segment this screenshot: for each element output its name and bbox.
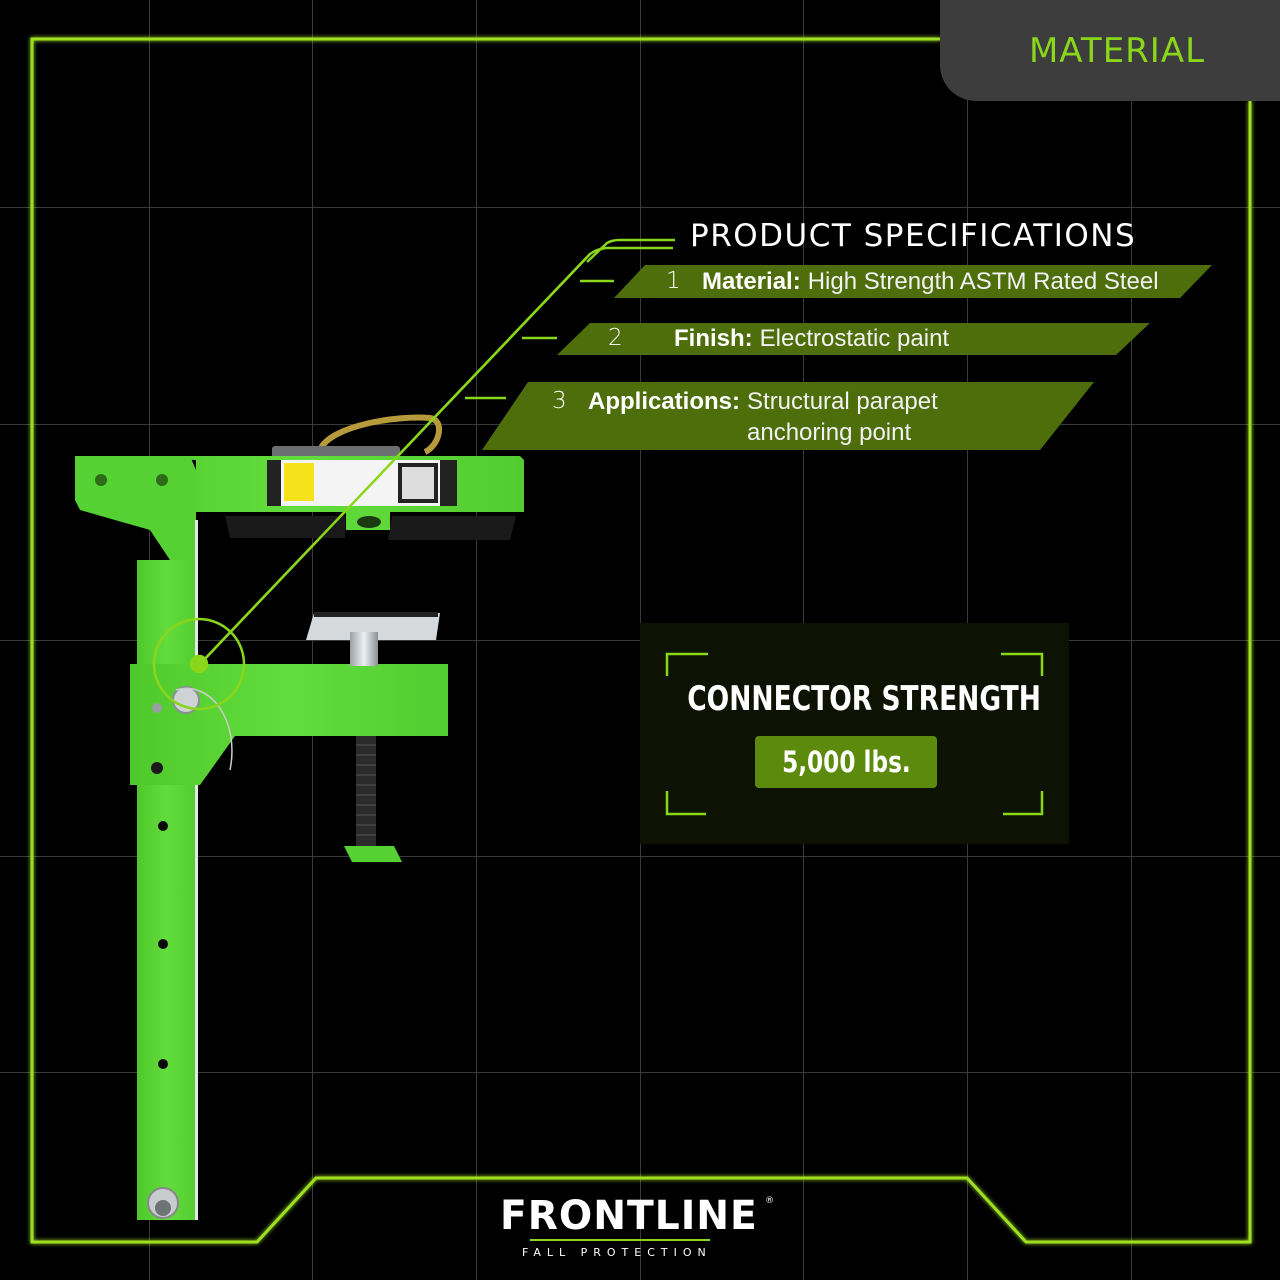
spec-value: High Strength ASTM Rated Steel: [807, 268, 1159, 295]
logo-underline: [530, 1239, 710, 1241]
corner-brackets-icon: [665, 652, 1044, 816]
brand-tagline: FALL PROTECTION: [522, 1246, 712, 1259]
grid-line: [0, 856, 1280, 857]
spec-item-finish: 2 Finish: Electrostatic paint: [608, 325, 949, 353]
spec-key: Finish:: [674, 325, 753, 352]
spec-key: Applications:: [588, 388, 741, 415]
connector-strength-panel: CONNECTOR STRENGTH 5,000 lbs.: [640, 623, 1069, 844]
product-image: [75, 414, 524, 1220]
spec-bars: [482, 265, 1212, 450]
connector-strength-value: 5,000 lbs.: [781, 745, 911, 779]
spec-value-line: Structural parapet: [747, 388, 938, 415]
spec-value-line: anchoring point: [747, 419, 912, 446]
category-badge-label: MATERIAL: [1028, 30, 1206, 71]
grid-line: [0, 1072, 1280, 1073]
brand-name: FRONTLINE: [500, 1193, 758, 1239]
spec-number: 2: [608, 325, 623, 351]
spec-item-material: 1 Material: High Strength ASTM Rated Ste…: [666, 268, 1159, 296]
grid-line: [0, 207, 1280, 208]
category-badge: MATERIAL: [940, 0, 1280, 101]
specs-title: PRODUCT SPECIFICATIONS: [690, 218, 1137, 254]
spec-item-applications: 3 Applications: Structural parapet ancho…: [552, 386, 938, 448]
brand-logo: FRONTLINE ® FALL PROTECTION: [500, 1193, 780, 1259]
registered-mark: ®: [765, 1196, 775, 1206]
target-marker-icon: [152, 253, 591, 711]
spec-value: Structural parapet anchoring point: [747, 386, 938, 448]
spec-number: 1: [666, 268, 681, 294]
spec-key: Material:: [702, 268, 801, 295]
connector-strength-value-badge: 5,000 lbs.: [755, 736, 937, 788]
spec-value: Electrostatic paint: [759, 325, 950, 352]
frame-border: [30, 37, 1252, 1244]
callout-lines: [199, 238, 675, 665]
connector-strength-title: CONNECTOR STRENGTH: [687, 679, 1041, 719]
spec-number: 3: [552, 388, 567, 414]
